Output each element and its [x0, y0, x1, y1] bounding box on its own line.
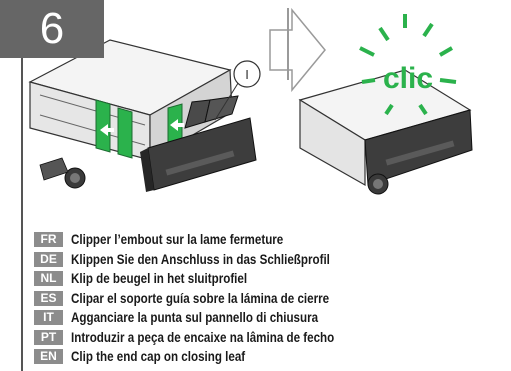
- screw-head: [39, 157, 86, 189]
- right-assembly-drawing: [298, 69, 473, 195]
- left-rail: [21, 58, 23, 371]
- language-code-badge: NL: [34, 271, 63, 287]
- arrow-outline: [269, 7, 326, 93]
- instruction-text: Introduzir a peça de encaixe na lâmina d…: [71, 329, 335, 345]
- language-code-badge: DE: [34, 251, 63, 267]
- instruction-row-de: DE Klippen Sie den Anschluss in das Schl…: [34, 250, 504, 270]
- language-code-badge: ES: [34, 290, 63, 306]
- instruction-row-pt: PT Introduzir a peça de encaixe na lâmin…: [34, 328, 504, 348]
- instruction-row-nl: NL Klip de beugel in het sluitprofiel: [34, 269, 504, 289]
- assembly-illustration: I clic: [28, 7, 473, 210]
- instruction-text: Clipar el soporte guía sobre la lámina d…: [71, 290, 330, 306]
- language-code-badge: IT: [34, 310, 63, 326]
- language-code-badge: PT: [34, 329, 63, 345]
- instruction-text: Clip the end cap on closing leaf: [71, 349, 246, 365]
- instruction-row-it: IT Agganciare la punta sul pannello di c…: [34, 308, 504, 328]
- step-number-badge: 6: [0, 0, 104, 58]
- instruction-text: Clipper l’embout sur la lame fermeture: [71, 232, 284, 248]
- callout-circle: [233, 60, 261, 88]
- clic-burst: clic: [359, 14, 457, 116]
- language-code-badge: EN: [34, 349, 63, 365]
- instruction-text: Agganciare la punta sul pannello di chiu…: [71, 310, 319, 326]
- language-code-badge: FR: [34, 232, 63, 248]
- instruction-row-es: ES Clipar el soporte guía sobre la lámin…: [34, 289, 504, 309]
- instruction-row-en: EN Clip the end cap on closing leaf: [34, 347, 504, 367]
- instruction-text: Klip de beugel in het sluitprofiel: [71, 271, 248, 287]
- instruction-row-fr: FR Clipper l’embout sur la lame fermetur…: [34, 230, 504, 250]
- clic-label: clic: [383, 62, 433, 95]
- callout-label: I: [245, 67, 249, 82]
- instruction-list: FR Clipper l’embout sur la lame fermetur…: [34, 230, 504, 367]
- left-assembly-drawing: I: [28, 39, 275, 210]
- instruction-text: Klippen Sie den Anschluss in das Schließ…: [71, 251, 330, 267]
